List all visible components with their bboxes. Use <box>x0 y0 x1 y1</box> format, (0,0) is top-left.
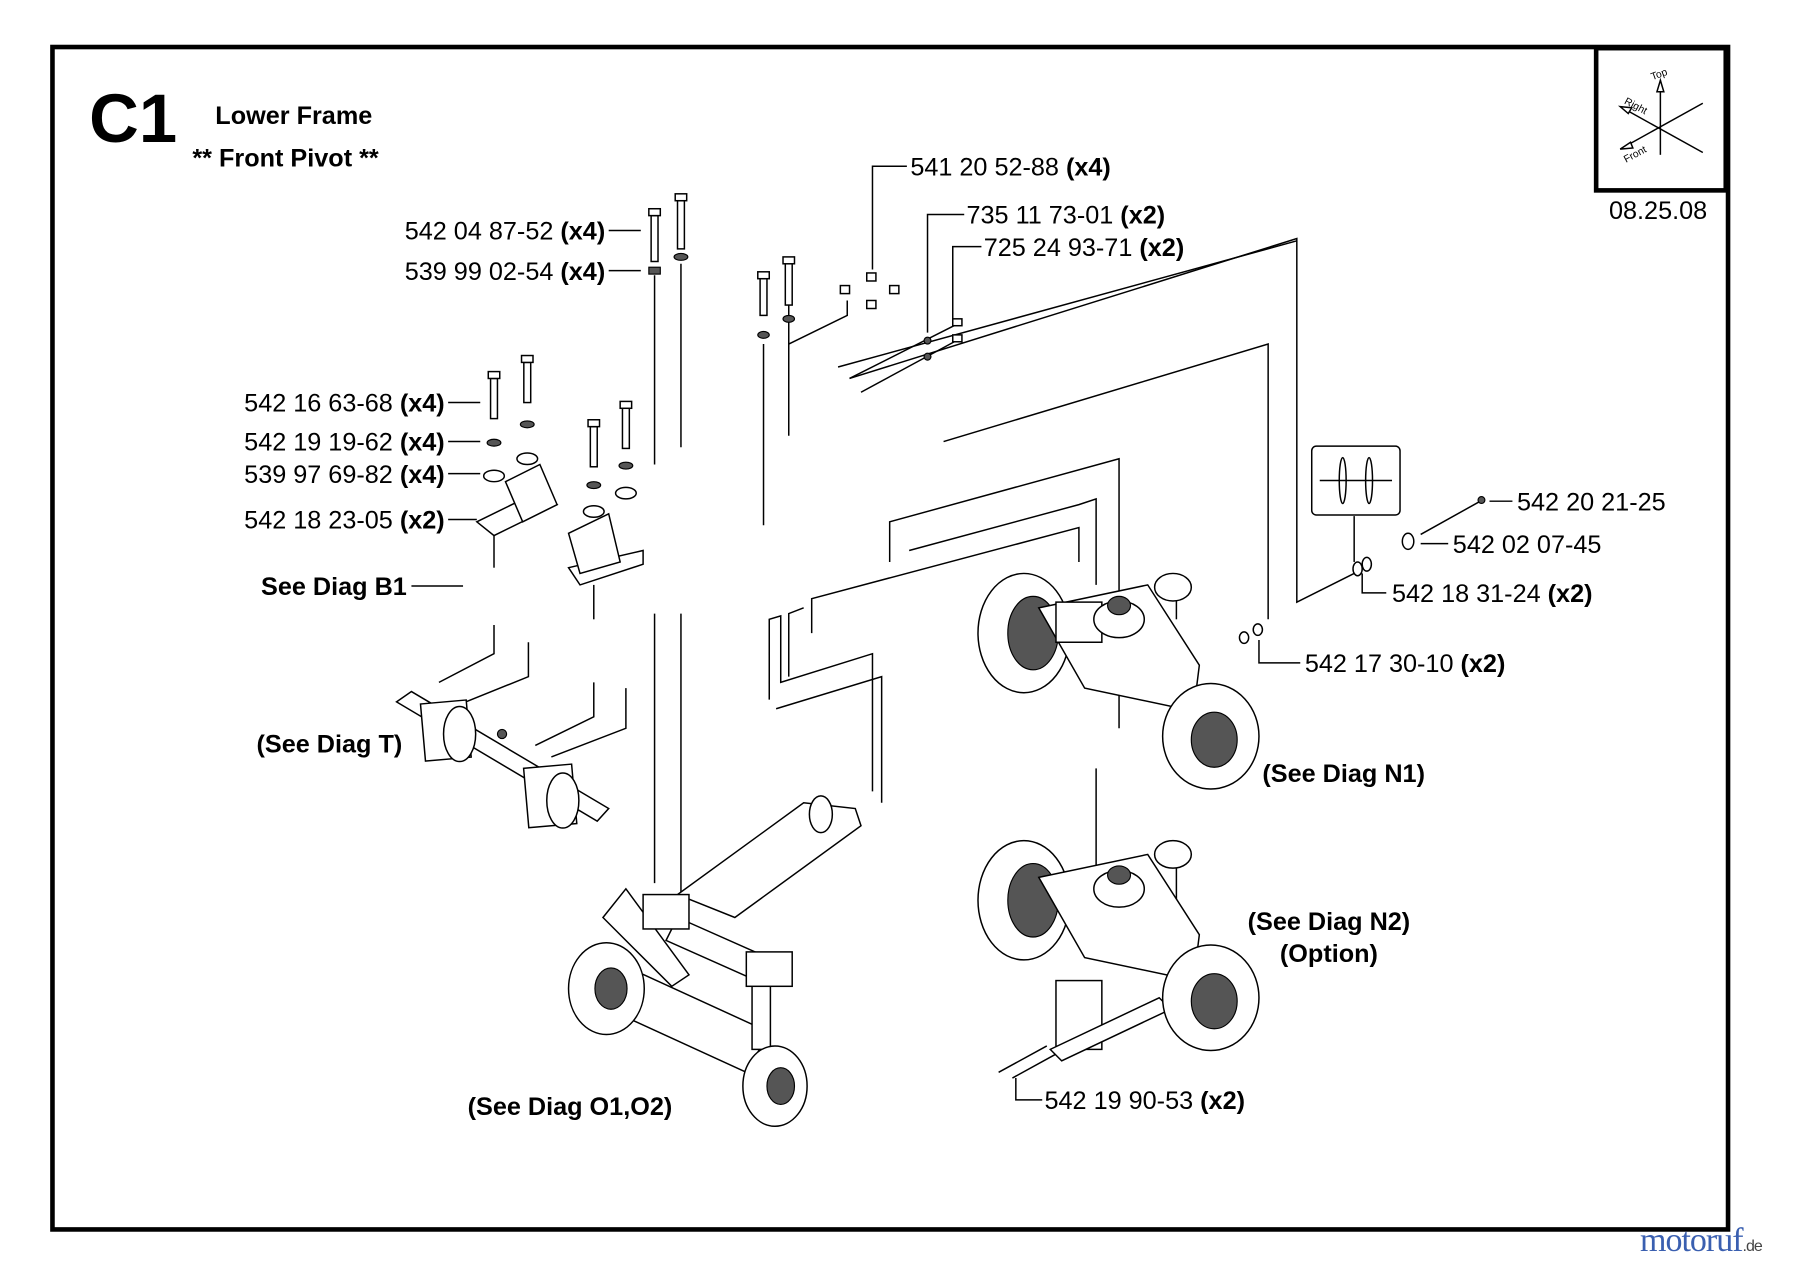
front-caster-assembly <box>567 795 862 1127</box>
rear-axle-assembly-n1 <box>977 572 1260 790</box>
mounting-brackets <box>475 463 644 586</box>
part-label: 542 19 90-53 (x2) <box>1045 1087 1246 1115</box>
washer-detail-inset <box>1310 445 1401 516</box>
part-label: 541 20 52-88 (x4) <box>910 153 1111 181</box>
part-label: 539 99 02-54 (x4) <box>405 258 606 286</box>
diagram-border <box>50 44 1731 1232</box>
part-label: 539 97 69-82 (x4) <box>244 461 445 489</box>
part-label: 542 02 07-45 <box>1453 531 1602 559</box>
page-subtitle: ** Front Pivot ** <box>192 144 379 172</box>
part-label: 542 18 31-24 (x2) <box>1392 580 1593 608</box>
part-label: 542 19 19-62 (x4) <box>244 429 445 457</box>
part-label: 542 20 21-25 <box>1517 488 1666 516</box>
pivot-axle-assembly <box>395 690 610 829</box>
revision-date: 08.25.08 <box>1609 197 1707 225</box>
orientation-right-label: Right <box>1622 96 1649 117</box>
part-labels: 541 20 52-88 (x4) 735 11 73-01 (x2) 725 … <box>244 153 1665 1115</box>
section-code: C1 <box>89 80 177 157</box>
ref-diag-n2[interactable]: (See Diag N2) <box>1248 908 1411 936</box>
rear-axle-assembly-n2 <box>977 839 1260 1062</box>
part-label: 542 04 87-52 (x4) <box>405 218 606 246</box>
ref-diag-n2-option: (Option) <box>1280 940 1378 968</box>
part-label: 542 18 23-05 (x2) <box>244 507 445 535</box>
part-label: 542 16 63-68 (x4) <box>244 390 445 418</box>
motoruf-watermark: motoruf.de <box>1640 1222 1763 1259</box>
part-label: 542 17 30-10 (x2) <box>1305 650 1506 678</box>
fasteners <box>482 193 1486 1079</box>
part-label: 735 11 73-01 (x2) <box>967 202 1166 230</box>
ref-diag-n1[interactable]: (See Diag N1) <box>1262 760 1425 788</box>
ref-diag-o1-o2[interactable]: (See Diag O1,O2) <box>468 1093 673 1121</box>
orientation-indicator: Top Right Front <box>1593 45 1729 193</box>
orientation-top-label: Top <box>1650 67 1670 83</box>
leader-lines <box>411 165 1513 1101</box>
diagram-references: See Diag B1 (See Diag T) (See Diag N1) (… <box>257 573 1425 1121</box>
page-title: Lower Frame <box>215 102 372 130</box>
ref-diag-t[interactable]: (See Diag T) <box>257 730 403 758</box>
ref-diag-b1[interactable]: See Diag B1 <box>261 573 407 601</box>
part-label: 725 24 93-71 (x2) <box>984 234 1185 262</box>
